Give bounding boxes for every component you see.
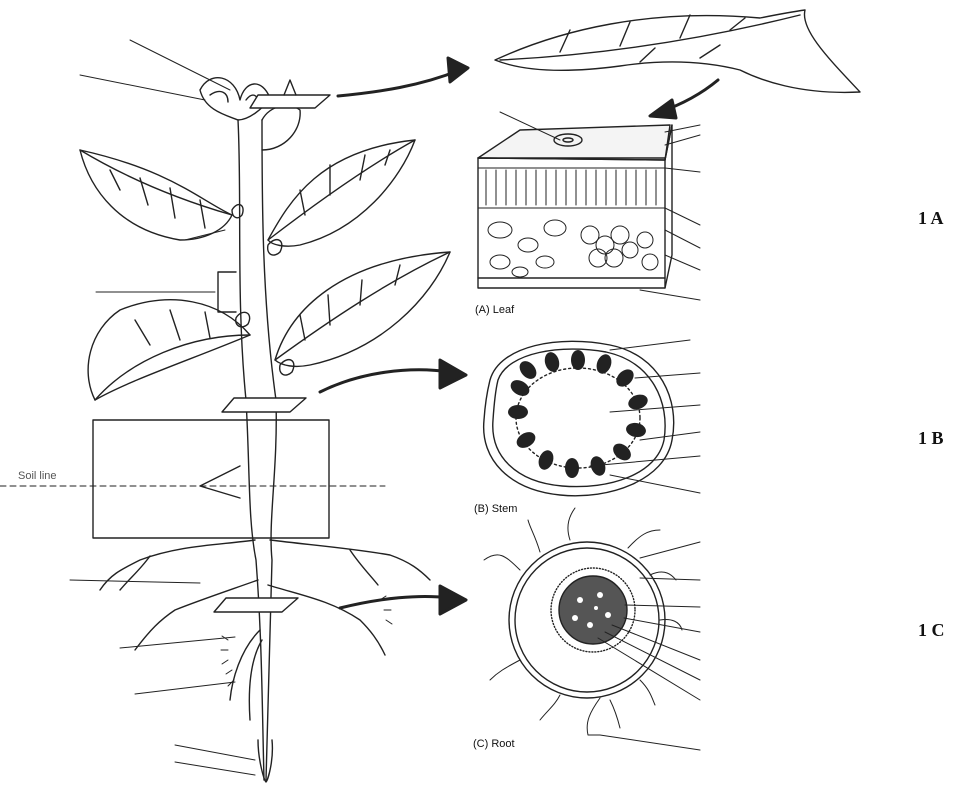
leaf-caption: (A) Leaf (475, 304, 514, 316)
root-tip (258, 740, 272, 782)
label-1c: 1 C (918, 620, 945, 641)
stem-section-plane (222, 398, 306, 412)
leaf-upper-right (268, 140, 415, 246)
label-1a: 1 A (918, 208, 944, 229)
root-system (100, 540, 430, 782)
plant-shoot (200, 78, 330, 780)
arrow-to-leaf-blade (338, 70, 460, 96)
arrow-to-stem-section (320, 370, 450, 392)
apex-section-plane (250, 95, 330, 108)
root-cross-section (484, 508, 700, 750)
main-stem (238, 120, 264, 780)
stem-caption: (B) Stem (474, 503, 517, 515)
root-section-plane (214, 598, 298, 612)
internode-bracket (218, 272, 236, 312)
leaf-cross-section (478, 112, 700, 300)
label-1b: 1 B (918, 428, 944, 449)
arrow-to-root-section (340, 596, 450, 608)
stem-cross-section (484, 340, 700, 496)
soil-line-label: Soil line (18, 470, 57, 482)
leaf-blade-detail (495, 10, 860, 92)
root-caption: (C) Root (473, 738, 515, 750)
soil-zone-box (93, 420, 329, 538)
leaf-middle-right (275, 252, 450, 366)
